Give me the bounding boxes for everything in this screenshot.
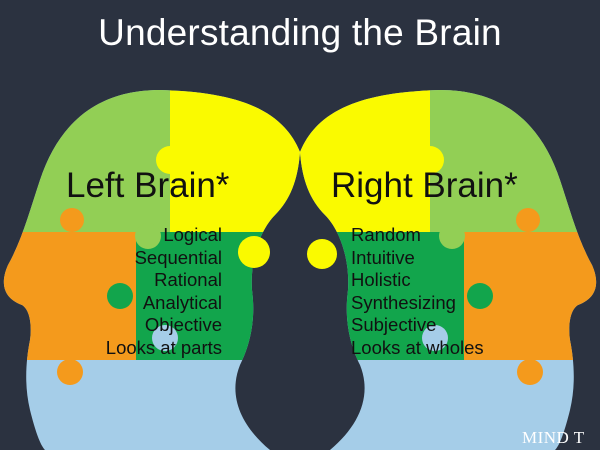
left-yellow-piece bbox=[170, 90, 300, 232]
list-item: Subjective bbox=[351, 314, 437, 336]
list-item: Synthesizing bbox=[351, 291, 456, 313]
right-knob-orange bbox=[516, 208, 540, 232]
page-title: Understanding the Brain bbox=[98, 12, 502, 53]
left-knob-orange-bottom bbox=[57, 359, 83, 385]
credit-watermark: MIND T bbox=[522, 428, 585, 447]
right-yellow-piece bbox=[300, 90, 430, 232]
right-knob-green bbox=[439, 223, 465, 249]
list-item: Logical bbox=[163, 224, 222, 245]
list-item: Looks at wholes bbox=[351, 336, 484, 358]
left-green-piece bbox=[3, 90, 170, 232]
list-item: Looks at parts bbox=[105, 336, 222, 358]
list-item: Random bbox=[351, 224, 421, 245]
left-knob-yellow-out bbox=[238, 236, 270, 268]
right-brain-heading: Right Brain* bbox=[331, 166, 518, 205]
right-knob-yellow bbox=[416, 146, 444, 174]
left-brain-heading: Left Brain* bbox=[66, 166, 230, 205]
left-knob-blue bbox=[152, 325, 178, 351]
left-knob-yellow bbox=[156, 146, 184, 174]
list-item: Sequential bbox=[134, 246, 222, 268]
right-green-piece bbox=[430, 90, 597, 232]
list-item: Holistic bbox=[351, 269, 411, 291]
right-knob-darkgreen bbox=[467, 283, 493, 309]
right-knob-blue bbox=[422, 325, 448, 351]
left-knob-orange bbox=[60, 208, 84, 232]
list-item: Objective bbox=[144, 314, 222, 336]
right-brain-traits: Random Intuitive Holistic Synthesizing S… bbox=[351, 224, 484, 360]
list-item: Intuitive bbox=[351, 246, 415, 268]
left-knob-green bbox=[135, 223, 161, 249]
left-brain-traits: Logical Sequential Rational Analytical O… bbox=[106, 224, 222, 360]
right-knob-orange-bottom bbox=[517, 359, 543, 385]
left-knob-darkgreen bbox=[107, 283, 133, 309]
right-knob-yellow-out bbox=[307, 239, 337, 269]
list-item: Analytical bbox=[142, 291, 222, 313]
list-item: Rational bbox=[154, 269, 222, 291]
